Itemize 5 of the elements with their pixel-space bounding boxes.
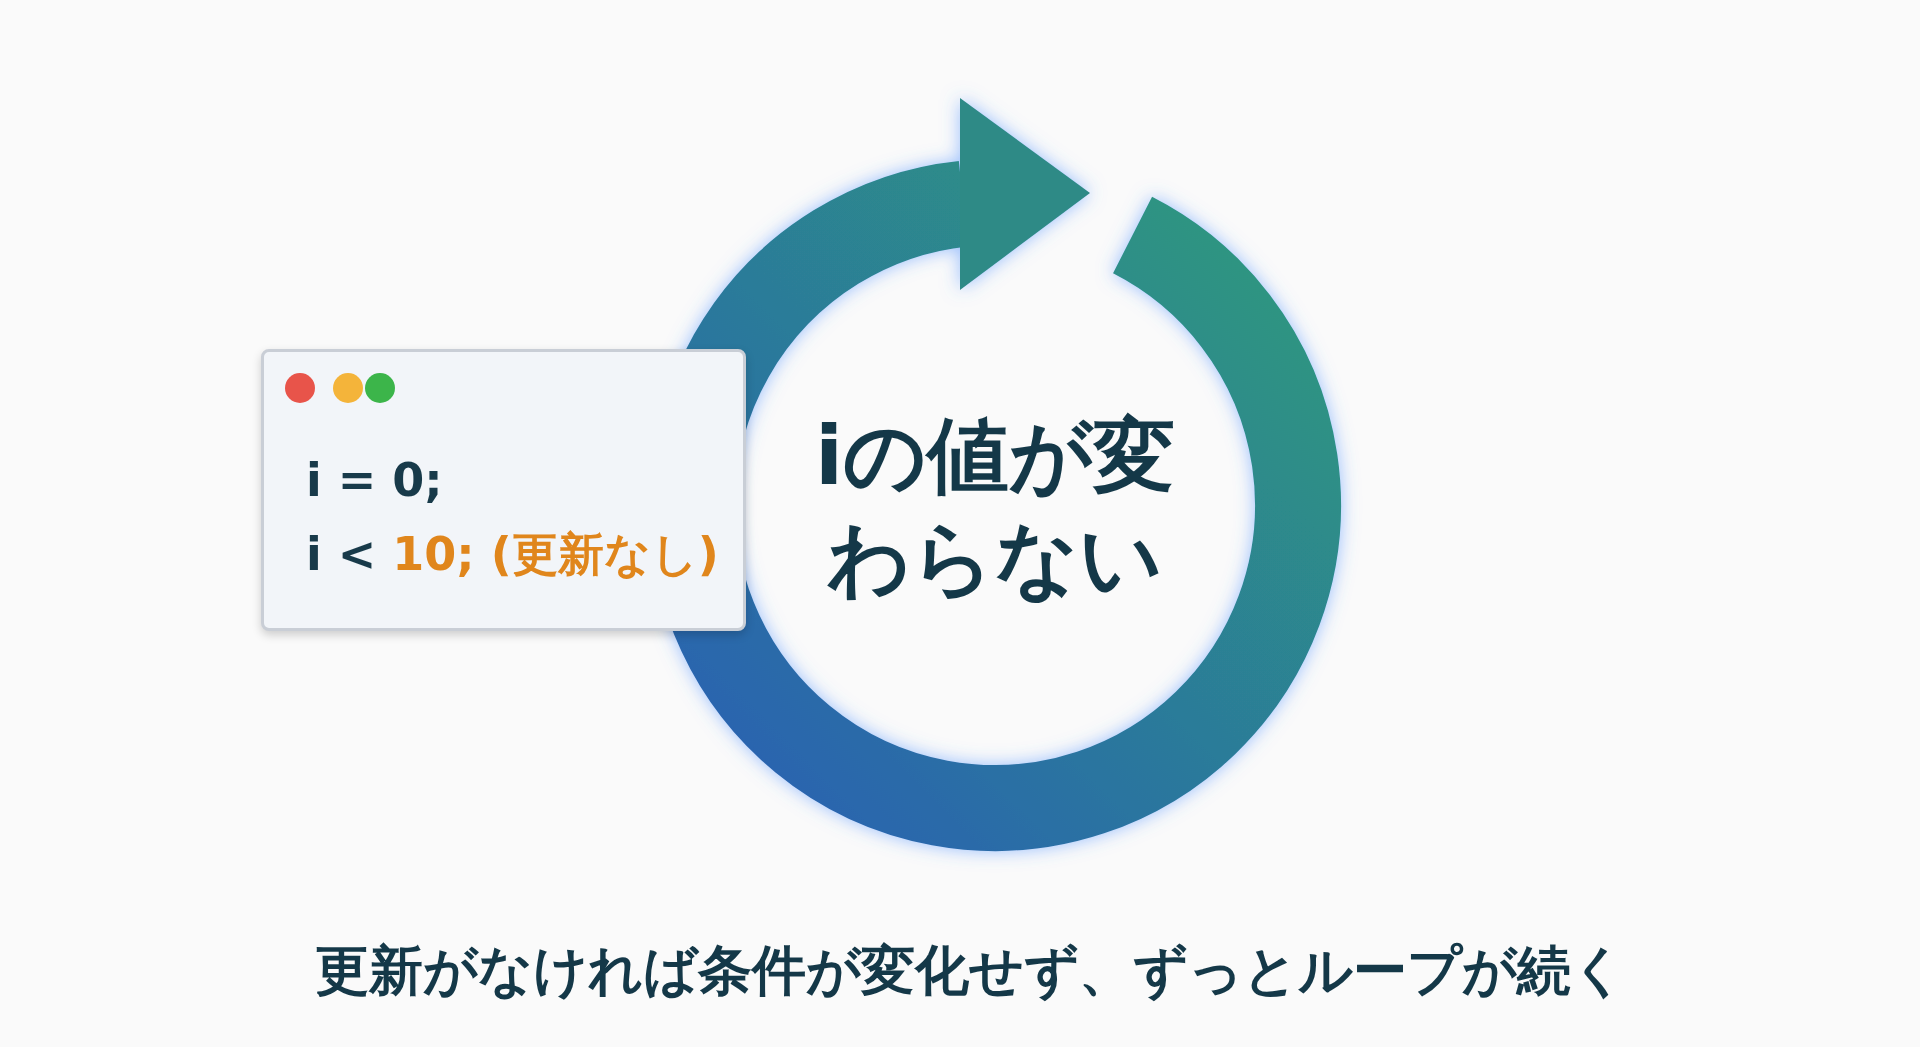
code-window (261, 349, 746, 631)
code-line: i = 0; (306, 455, 443, 506)
center-text: iの値が変わらない (813, 407, 1177, 608)
caption: 更新がなければ条件が変化せず、ずっとループが続く (313, 938, 1627, 1004)
code-line: i < 10; (更新なし) (306, 529, 719, 580)
